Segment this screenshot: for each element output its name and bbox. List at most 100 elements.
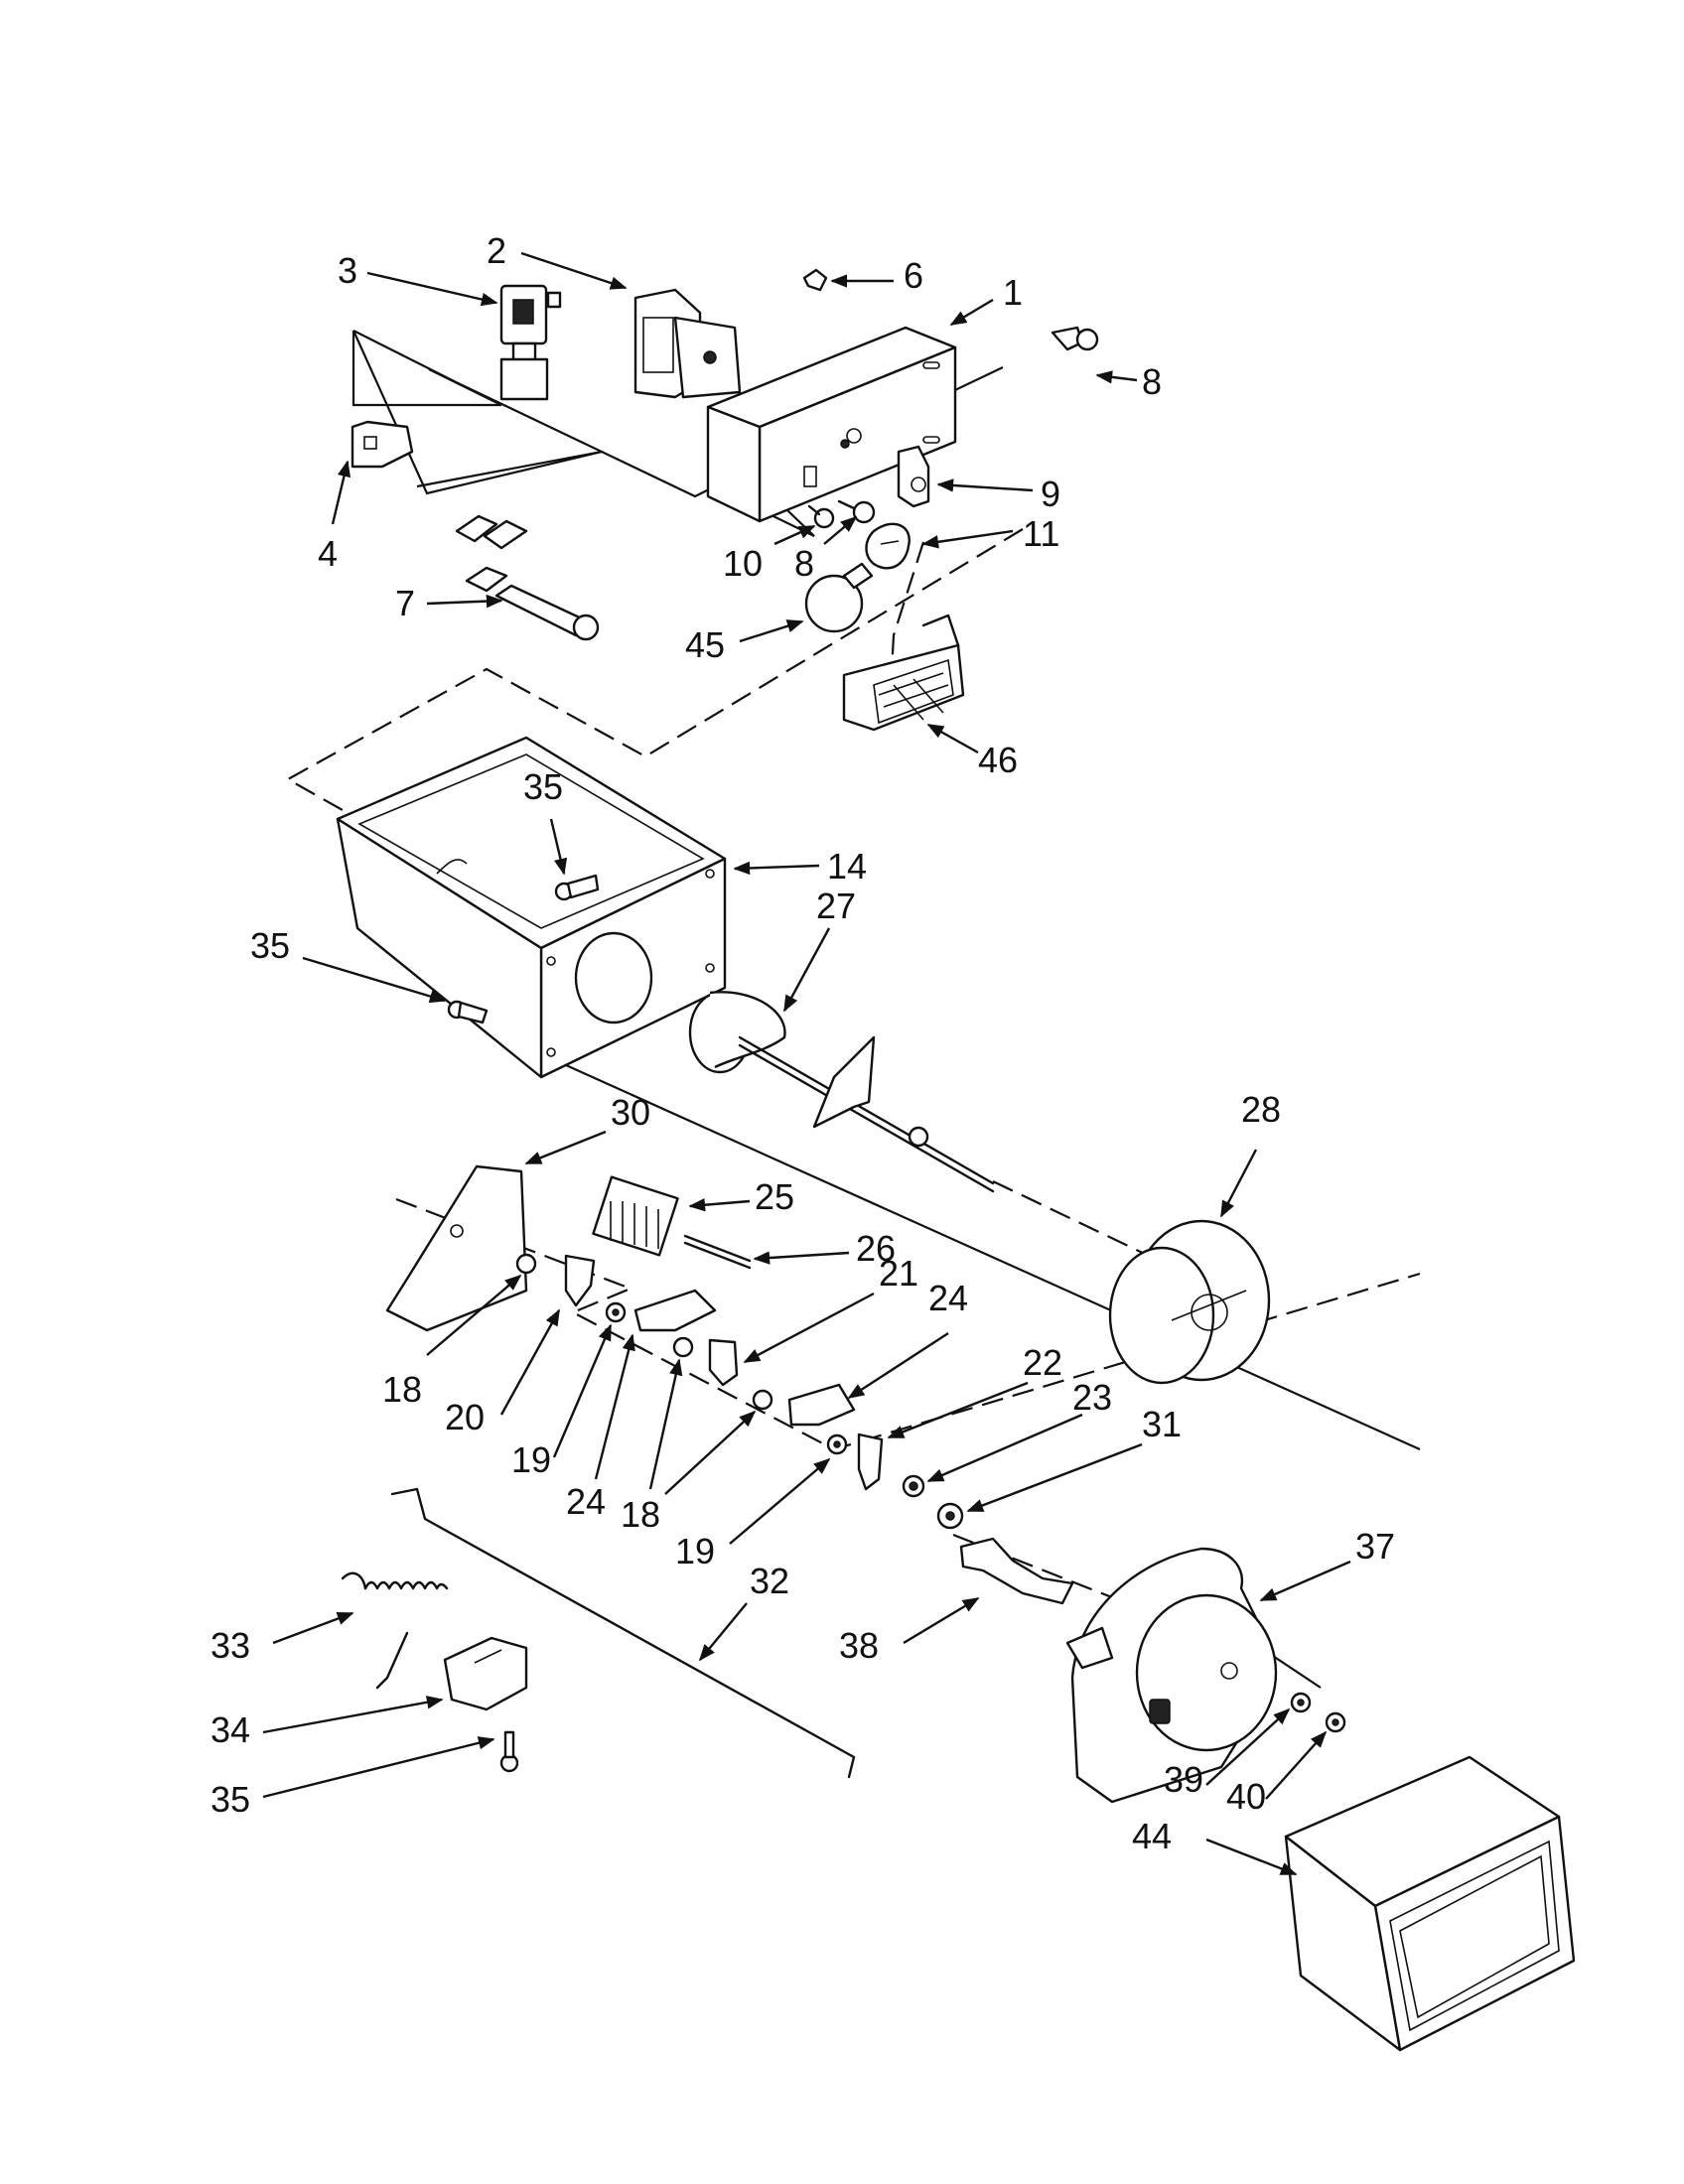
callout-7: 7: [395, 583, 415, 623]
leader-23: [926, 1413, 1083, 1483]
part-8-screw-lower: [837, 499, 876, 524]
part-32-rod: [390, 1487, 856, 1779]
leader-19a: [552, 1323, 613, 1458]
part-33-spring: [341, 1571, 449, 1690]
leader-8b: [823, 515, 858, 545]
leader-7: [426, 594, 503, 609]
callout-46: 46: [978, 740, 1018, 780]
part-35-screw-c: [499, 1730, 519, 1773]
callout-19-b: 19: [675, 1531, 715, 1571]
leader-3: [366, 271, 498, 307]
callout-35-a: 35: [523, 766, 563, 807]
part-6-clip: [802, 268, 828, 292]
callout-8-lower: 8: [794, 543, 814, 584]
part-10-screw: [807, 504, 835, 529]
assembly-guide-lines: [285, 330, 1421, 1689]
leader-20: [499, 1308, 561, 1416]
part-14-bucket-housing: [336, 736, 727, 1079]
callout-26: 26: [856, 1228, 896, 1269]
callout-35-c: 35: [210, 1779, 250, 1820]
callout-4: 4: [318, 533, 338, 574]
callout-22: 22: [1023, 1342, 1062, 1383]
callout-39: 39: [1164, 1759, 1203, 1800]
callout-25: 25: [755, 1176, 794, 1217]
callout-14: 14: [827, 846, 867, 887]
leader-8a: [1095, 370, 1138, 384]
part-40-washer: [1325, 1711, 1346, 1733]
callout-18-b: 18: [621, 1494, 660, 1535]
leader-45: [739, 619, 804, 643]
part-45-bulb: [804, 562, 874, 633]
part-7-thermostat: [455, 514, 600, 641]
part-9-bracket: [897, 445, 930, 508]
leader-44: [1205, 1838, 1298, 1876]
callout-6: 6: [904, 255, 923, 296]
part-21-blade: [708, 1338, 739, 1387]
part-20-blade: [564, 1254, 596, 1307]
part-24-blade-b: [787, 1383, 856, 1427]
part-18-spacer-b: [672, 1336, 694, 1358]
callout-32: 32: [750, 1561, 789, 1601]
callout-38: 38: [839, 1625, 879, 1666]
part-22-blade: [857, 1433, 884, 1491]
callout-35-b: 35: [250, 925, 290, 966]
leader-25: [688, 1198, 751, 1212]
callout-34: 34: [210, 1709, 250, 1750]
callout-10: 10: [723, 543, 763, 584]
callout-2: 2: [487, 230, 506, 271]
callout-18-a: 18: [382, 1369, 422, 1410]
part-31-nut: [936, 1502, 964, 1530]
part-23-washer: [902, 1474, 925, 1498]
leader-35b: [302, 956, 447, 1004]
leader-24a: [594, 1333, 635, 1480]
callout-40: 40: [1226, 1776, 1266, 1817]
callout-3: 3: [338, 250, 357, 291]
leader-lines: [262, 251, 1351, 1876]
leader-14: [733, 861, 820, 876]
leader-18b: [648, 1358, 683, 1490]
callout-9: 9: [1041, 474, 1060, 514]
leader-38: [903, 1596, 980, 1645]
leader-18a: [426, 1274, 522, 1356]
leader-2: [520, 251, 628, 290]
part-2-switch: [633, 288, 742, 399]
leader-40: [1265, 1730, 1328, 1800]
leader-9: [936, 478, 1034, 492]
part-38-guide: [959, 1537, 1074, 1605]
part-27-auger: [688, 991, 995, 1193]
part-30-cover: [385, 1164, 528, 1332]
callout-24-a: 24: [566, 1481, 606, 1522]
callout-31: 31: [1142, 1404, 1182, 1444]
leader-35a: [549, 818, 568, 876]
callout-1: 1: [1003, 272, 1023, 313]
leader-28: [1219, 1149, 1258, 1218]
part-35-screw-a: [554, 874, 600, 901]
callout-33: 33: [210, 1625, 250, 1666]
part-4-bracket: [351, 420, 414, 469]
callout-11: 11: [1023, 513, 1059, 554]
part-39-washer: [1290, 1692, 1312, 1713]
callout-24-b: 24: [928, 1278, 968, 1318]
leader-24b: [847, 1331, 949, 1400]
leader-27: [782, 927, 831, 1013]
callout-37: 37: [1355, 1526, 1395, 1567]
part-24-blade-a: [633, 1289, 717, 1332]
callout-45: 45: [685, 624, 725, 665]
leader-31: [966, 1442, 1143, 1513]
part-18-spacer-c: [752, 1389, 773, 1411]
leader-21: [743, 1292, 875, 1364]
callout-23: 23: [1072, 1377, 1112, 1418]
part-46-shield: [842, 614, 965, 732]
part-3-solenoid: [499, 284, 562, 401]
callout-labels: 1 2 3 4 6 7 8 8 9 10 11 45 46 14 35 35 3…: [210, 230, 1395, 1856]
part-8-screw-upper: [1051, 326, 1099, 351]
part-25-crusher: [592, 1175, 679, 1257]
leader-4: [331, 460, 351, 525]
leader-37: [1259, 1560, 1351, 1602]
leader-33: [272, 1611, 354, 1645]
leader-32: [698, 1602, 748, 1662]
part-26-shaft: [683, 1234, 752, 1270]
part-1-housing: [706, 326, 957, 523]
part-11-socket: [865, 522, 911, 570]
